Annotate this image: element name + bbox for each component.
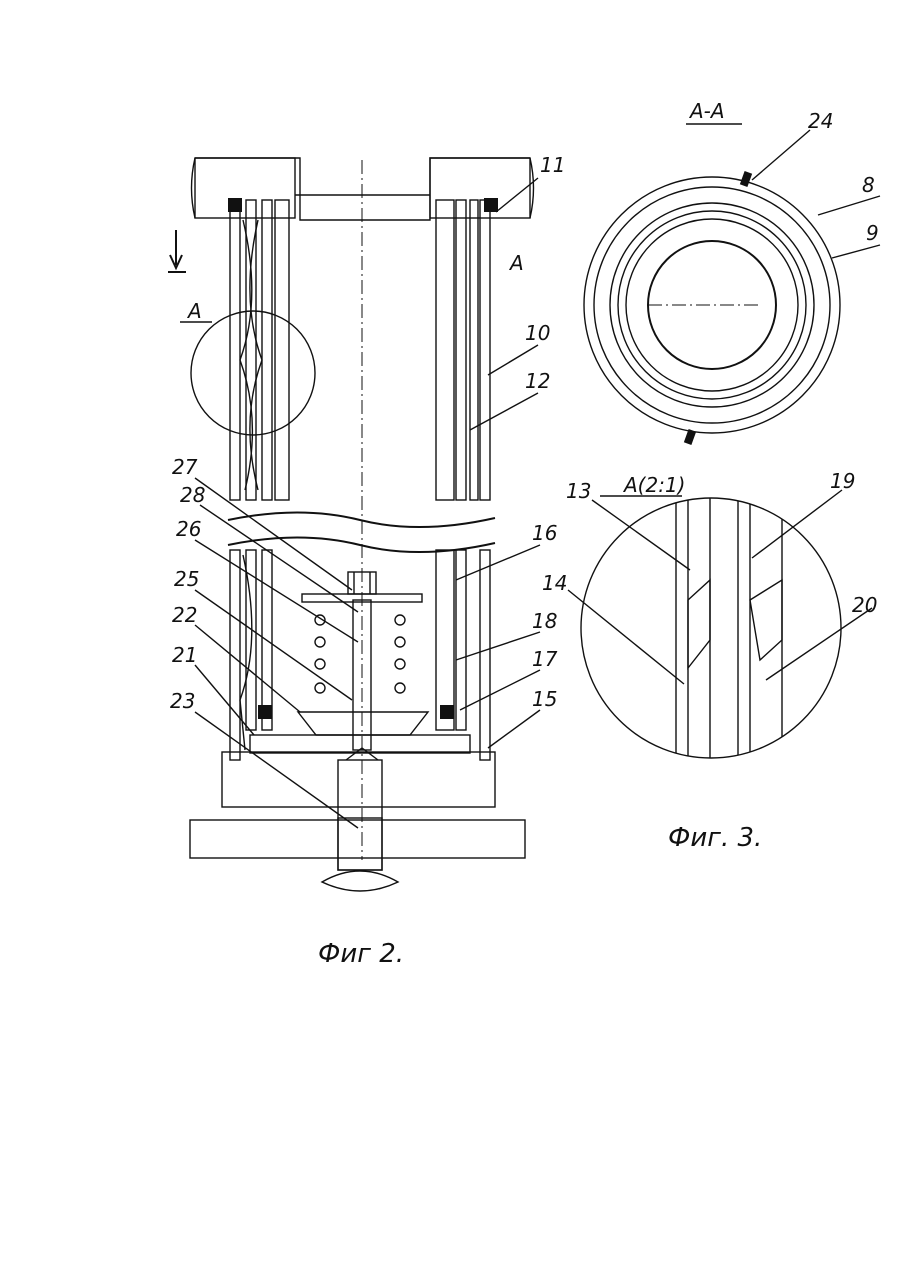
part-label: 26 <box>176 517 201 541</box>
section-a-a: А-А 24 8 9 <box>584 99 880 445</box>
detail-label: 13 <box>566 479 591 503</box>
spring-coils <box>315 615 405 693</box>
part-label: 12 <box>525 369 550 393</box>
figure-3-caption: Фиг. 3. <box>668 823 762 853</box>
part-label: 23 <box>170 689 195 713</box>
detail-a-enlarged: А(2:1) 13 14 19 20 Фиг. 3. <box>542 469 877 853</box>
part-label: 28 <box>180 483 205 507</box>
section-label: 9 <box>866 221 879 245</box>
part-label: 18 <box>532 609 557 633</box>
lower-tube <box>230 550 490 760</box>
part-label: 15 <box>532 687 557 711</box>
part-label: 25 <box>174 567 199 591</box>
part-label: 17 <box>532 647 558 671</box>
detail-label: 20 <box>852 593 877 617</box>
view-arrow-label: А <box>508 251 524 275</box>
part-label: 16 <box>532 521 557 545</box>
detail-label: 19 <box>830 469 855 493</box>
detail-label: 14 <box>542 571 567 595</box>
part-label: 11 <box>540 153 565 177</box>
part-label: 22 <box>172 603 197 627</box>
figure-2-caption: Фиг 2. <box>318 939 404 969</box>
upper-tube <box>228 198 498 500</box>
section-title: А-А <box>688 99 725 123</box>
section-label: 8 <box>862 173 875 197</box>
part-label: 21 <box>172 643 197 667</box>
detail-label-a: А <box>186 299 202 323</box>
spring-assembly <box>298 572 428 750</box>
view-arrow <box>168 230 186 272</box>
part-label: 27 <box>172 455 198 479</box>
part-label: 10 <box>525 321 550 345</box>
detail-title: А(2:1) <box>622 473 685 497</box>
section-label: 24 <box>808 109 833 133</box>
figure-2: А А 11 10 12 27 28 26 25 22 21 23 16 18 … <box>168 153 565 969</box>
